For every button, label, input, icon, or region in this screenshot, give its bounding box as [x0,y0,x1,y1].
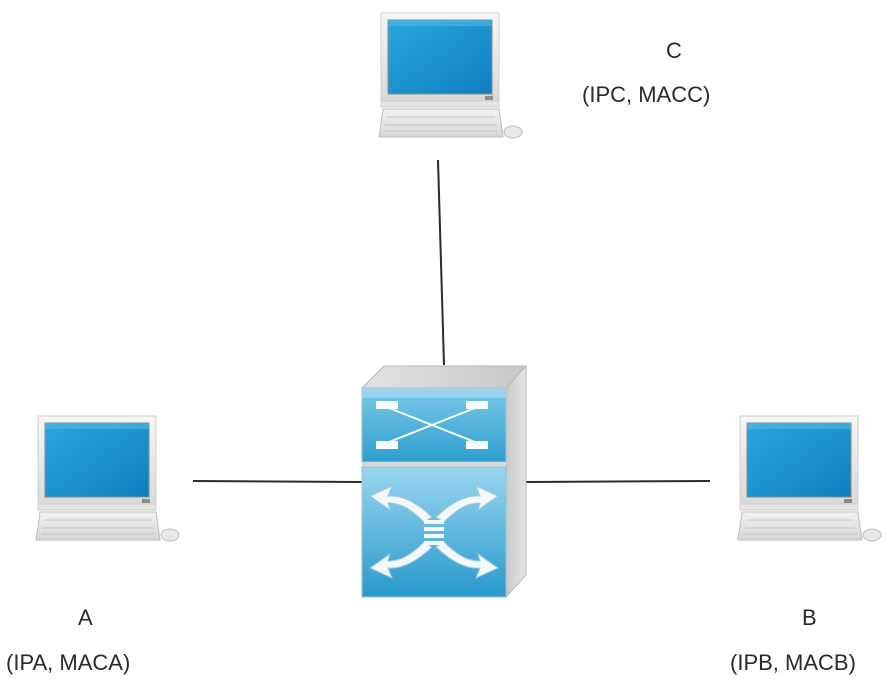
computer-c-icon [378,12,523,139]
link-c-switch [437,159,445,366]
computer-a-icon [35,415,180,542]
node-c-address: (IPC, MACC) [582,82,711,107]
node-c-name: C [666,38,682,63]
node-a-name: A [78,605,93,630]
node-a-address: (IPA, MACA) [6,650,131,675]
link-a-switch [192,480,363,483]
switch-icon [360,364,528,599]
computer-b-icon [737,415,882,542]
node-b-address: (IPB, MACB) [730,650,856,675]
node-b-name: B [802,605,817,630]
link-b-switch [525,480,711,483]
